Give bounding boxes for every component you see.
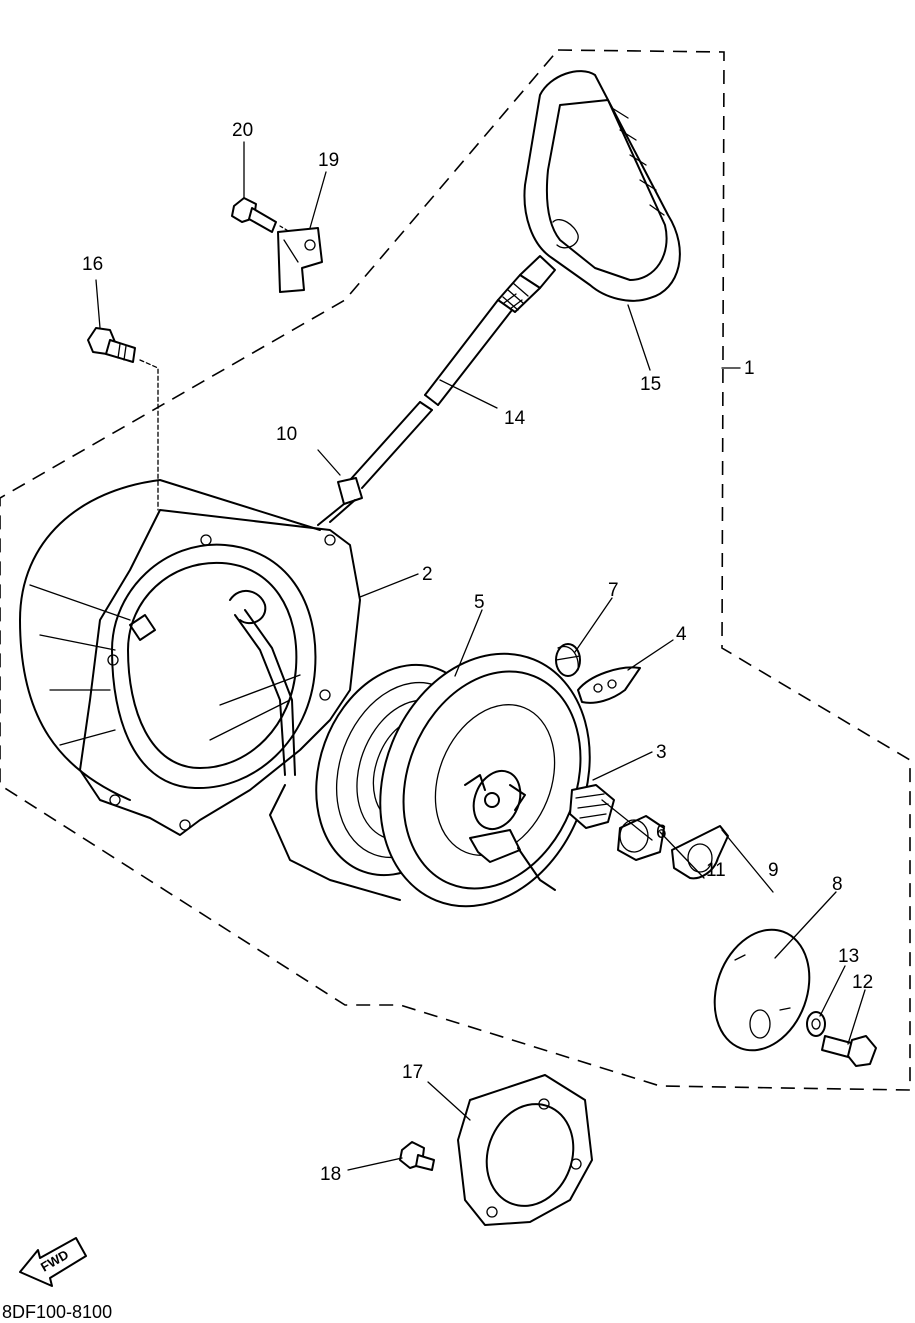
bolt-12 [821, 1035, 877, 1067]
callout-17: 17 [402, 1062, 423, 1083]
callout-8: 8 [832, 874, 843, 895]
callout-10: 10 [276, 424, 297, 445]
callout-6: 6 [656, 822, 667, 843]
pawl-spring [555, 643, 581, 677]
bolt-20 [231, 197, 291, 233]
starter-case [19, 479, 401, 901]
callout-9: 9 [768, 860, 779, 881]
callout-3: 3 [656, 742, 667, 763]
friction-spring [569, 784, 615, 829]
drive-plate [671, 825, 729, 880]
pawl [577, 666, 641, 704]
assembly-boundary [0, 49, 911, 1091]
pulley-adapter [457, 1074, 593, 1226]
pulley [379, 652, 591, 908]
cover-plate [713, 928, 811, 1052]
callout-20: 20 [232, 120, 253, 141]
fwd-arrow: FWD [19, 1237, 87, 1287]
callout-12: 12 [852, 972, 873, 993]
leader-lines [95, 141, 866, 1171]
bolt-16 [87, 327, 159, 511]
bracket-19 [277, 227, 323, 293]
rope-guide [317, 477, 363, 526]
callout-13: 13 [838, 946, 859, 967]
callout-16: 16 [82, 254, 103, 275]
starter-rope [349, 299, 513, 489]
washer [806, 1011, 826, 1037]
bushing [617, 815, 665, 861]
callout-5: 5 [474, 592, 485, 613]
callout-4: 4 [676, 624, 687, 645]
callout-15: 15 [640, 374, 661, 395]
callout-19: 19 [318, 150, 339, 171]
callout-labels: 1 2 3 4 5 6 7 8 9 10 11 12 13 14 15 16 1… [82, 120, 873, 1185]
callout-18: 18 [320, 1164, 341, 1185]
bolt-18 [399, 1141, 435, 1171]
callout-1: 1 [744, 358, 755, 379]
callout-2: 2 [422, 564, 433, 585]
starter-handle [497, 70, 681, 313]
diagram-code: 8DF100-8100 [2, 1302, 112, 1322]
callout-14: 14 [504, 408, 526, 429]
callout-11: 11 [706, 860, 726, 881]
callout-7: 7 [608, 580, 619, 601]
